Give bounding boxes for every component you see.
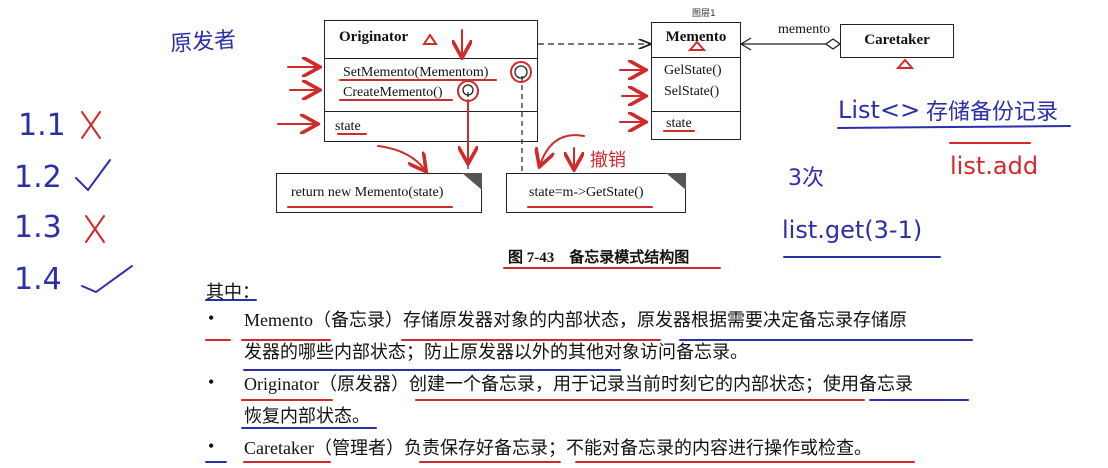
memento-attr-state: state [666,116,692,131]
term-originator: Originator [244,374,319,394]
bullet-dot: • [208,436,215,456]
desc-originator-line2: 恢复内部状态。 [244,406,370,426]
assoc-label-memento: memento [778,22,831,37]
paren-memento: （备忘录） [313,310,403,330]
hand-store-records: 存储备份记录 [926,100,1059,125]
intro-label: 其中： [206,282,260,302]
memento-title: Memento [665,29,727,45]
term-memento: Memento [244,310,313,330]
hand-list-add: list.add [950,152,1039,180]
paren-originator: （原发器） [318,374,409,394]
method-set-state: SelState() [664,84,720,99]
desc-caretaker-line1: 负责保存好备忘录；不能对备忘录的内容进行操作或检查。 [403,438,872,458]
hand-item-1-1: 1.1 [18,108,66,143]
attr-state: state [335,119,361,134]
caretaker-class: Caretaker [840,24,954,58]
method-set-memento: SetMemento(Mementom) [343,65,489,80]
bullet-memento: Memento（备忘录）存储原发器对象的内部状态，原发器根据需要决定备忘录存储原… [244,304,984,368]
hand-list-get: list.get(3-1) [782,216,923,244]
caretaker-title: Caretaker [864,32,930,48]
hand-originator-label: 原发者 [169,27,237,58]
bullet-originator: Originator（原发器）创建一个备忘录，用于记录当前时刻它的内部状态；使用… [244,368,984,432]
hand-item-1-2: 1.2 [14,160,62,195]
figure-caption: 图 7-43 备忘录模式结构图 [508,250,690,266]
paren-caretaker: （管理者） [313,438,404,458]
method-get-state: GelState() [664,63,722,78]
bullet-dot: • [208,308,215,328]
hand-list-type: List<> [838,96,921,124]
bullet-caretaker: Caretaker（管理者）负责保存好备忘录；不能对备忘录的内容进行操作或检查。 [244,432,984,464]
desc-memento-line1: 存储原发器对象的内部状态，原发器根据需要决定备忘录存储原 [403,310,907,330]
desc-originator-line1: 创建一个备忘录，用于记录当前时刻它的内部状态；使用备忘录 [408,374,913,394]
originator-title: Originator [339,29,409,45]
desc-memento-line2: 发器的哪些内部状态；防止原发器以外的其他对象访问备忘录。 [244,342,748,362]
bullet-dot: • [208,372,215,392]
hand-item-1-4: 1.4 [14,262,62,297]
method-create-memento: CreateMemento() [343,85,443,100]
memento-tiny-label: 图层1 [692,9,716,19]
hand-item-1-3: 1.3 [14,210,62,245]
hand-three-times: 3次 [788,166,824,191]
term-caretaker: Caretaker [244,438,314,458]
hand-note-undo: 撤销 [590,150,626,171]
